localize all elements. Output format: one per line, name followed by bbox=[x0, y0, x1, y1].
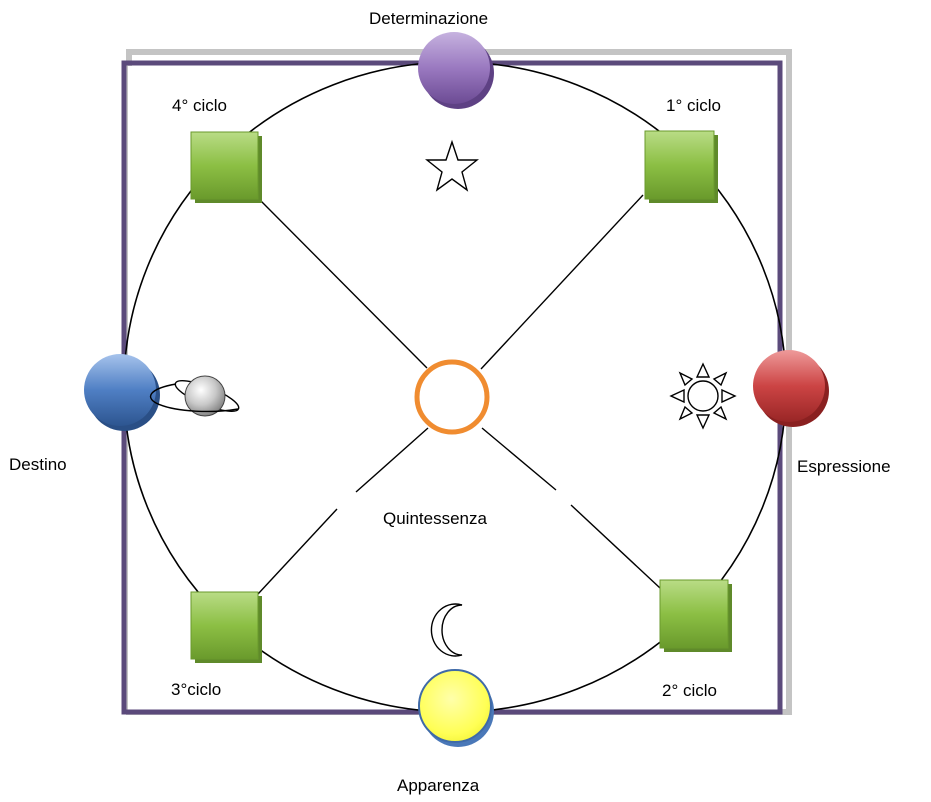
label-destino: Destino bbox=[9, 455, 67, 474]
label-quintessenza: Quintessenza bbox=[383, 509, 487, 528]
label-cycle-1: 1° ciclo bbox=[666, 96, 721, 115]
cycle-node-4 bbox=[190, 131, 262, 203]
label-apparenza: Apparenza bbox=[397, 776, 480, 795]
label-determinazione: Determinazione bbox=[369, 9, 489, 28]
cross-lines bbox=[257, 194, 661, 595]
cycle-node-2 bbox=[659, 579, 732, 652]
label-espressione: Espressione bbox=[797, 457, 891, 476]
node-right-espressione bbox=[753, 350, 829, 427]
star-icon bbox=[425, 139, 479, 192]
moon-icon bbox=[430, 603, 463, 657]
label-cycle-2: 2° ciclo bbox=[662, 681, 717, 700]
node-left-destino bbox=[84, 354, 160, 431]
sun-icon bbox=[669, 362, 737, 430]
node-top-determinazione bbox=[418, 32, 494, 109]
cycle-node-3 bbox=[190, 591, 262, 663]
planet-icon bbox=[149, 375, 240, 417]
center-ring-quintessenza bbox=[414, 359, 490, 435]
cycle-node-1 bbox=[644, 130, 718, 203]
label-cycle-4: 4° ciclo bbox=[172, 96, 227, 115]
label-cycle-3: 3°ciclo bbox=[171, 680, 222, 699]
node-bottom-apparenza bbox=[418, 669, 494, 747]
